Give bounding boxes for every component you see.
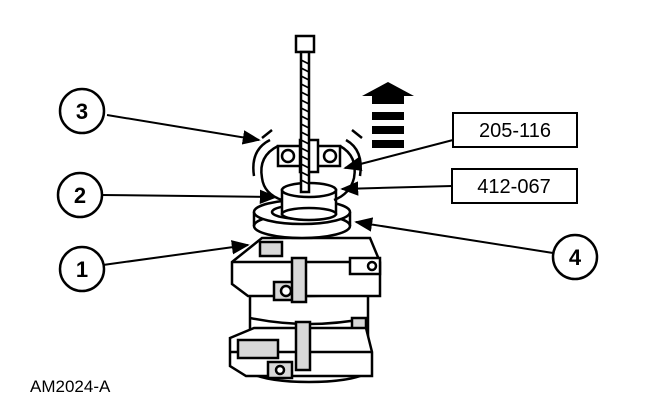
callout-4-number: 4 <box>569 245 582 270</box>
upward-arrow <box>362 82 414 148</box>
callout-3: 3 <box>58 87 106 135</box>
part-number-412-067: 412-067 <box>477 176 550 198</box>
part-label-412-067: 412-067 <box>451 168 578 204</box>
callout-3-number: 3 <box>76 99 88 124</box>
callout-2-number: 2 <box>74 183 86 208</box>
leader-lines <box>100 114 554 266</box>
part-label-205-116: 205-116 <box>452 112 578 148</box>
tool-assembly <box>228 34 414 384</box>
callout-2: 2 <box>56 171 104 219</box>
base-flange <box>230 236 382 304</box>
callout-1: 1 <box>58 245 106 293</box>
callout-1-number: 1 <box>76 257 88 282</box>
callout-4: 4 <box>551 233 599 281</box>
forcing-screw <box>294 34 316 194</box>
figure-id-label: AM2024-A <box>30 377 111 396</box>
lower-flange <box>228 320 374 380</box>
part-number-205-116: 205-116 <box>479 120 551 142</box>
